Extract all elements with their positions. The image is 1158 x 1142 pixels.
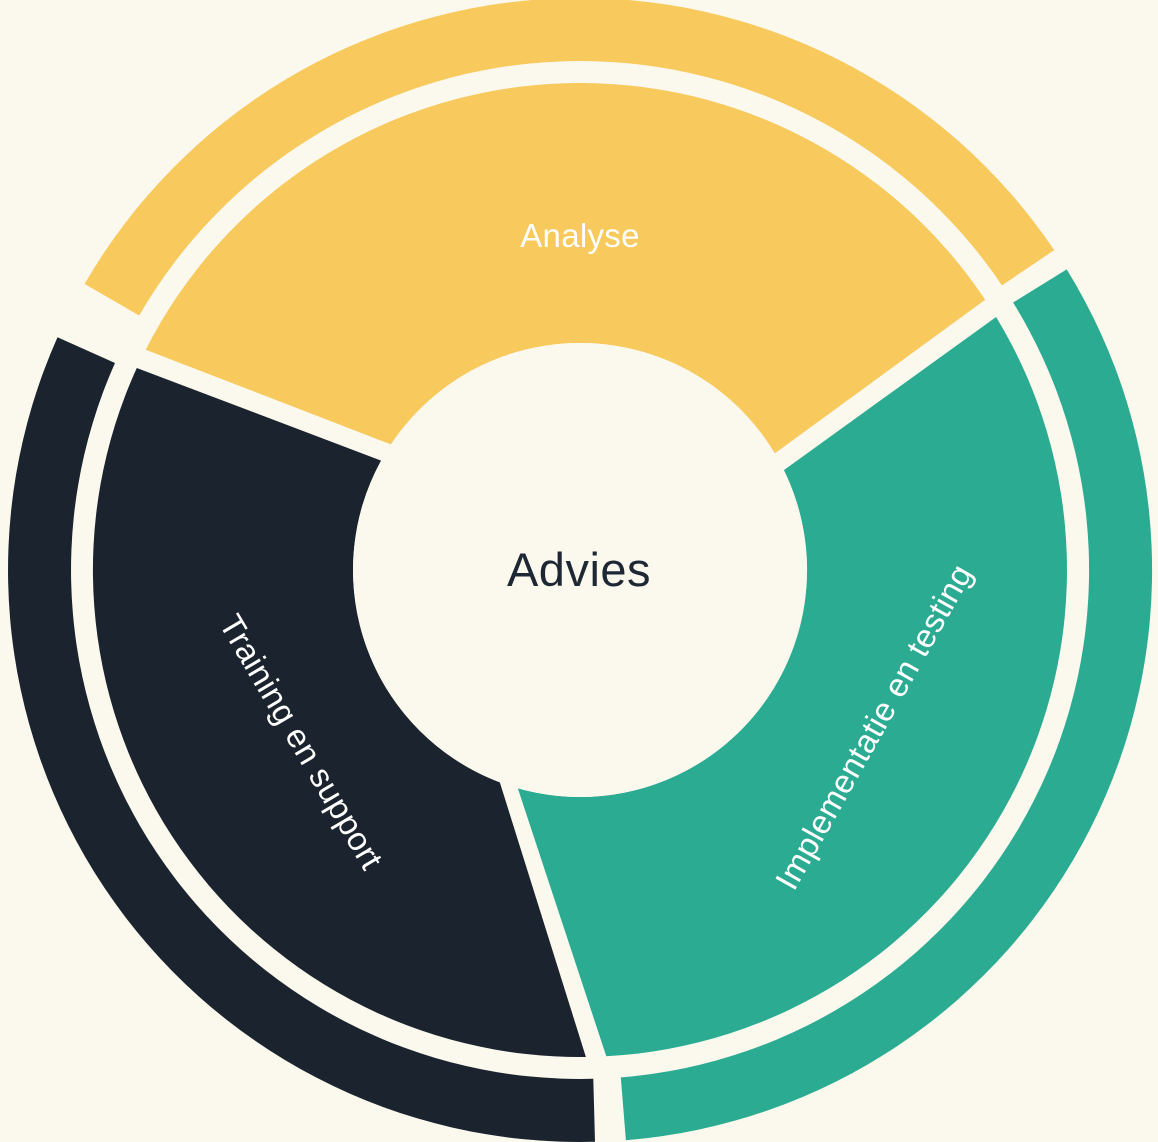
- ring-arc-training-en-support: [8, 337, 595, 1142]
- segment-arc-training-en-support: [92, 368, 586, 1058]
- ring-arc-analyse: [84, 0, 1055, 316]
- segment-arc-analyse: [145, 82, 986, 454]
- center-label: Advies: [507, 543, 651, 596]
- center-circle: [353, 343, 807, 797]
- segment-arc-implementatie-en-testing: [517, 317, 1067, 1057]
- ring-arc-implementatie-en-testing: [620, 269, 1153, 1141]
- segment-label-analyse: Analyse: [520, 217, 640, 254]
